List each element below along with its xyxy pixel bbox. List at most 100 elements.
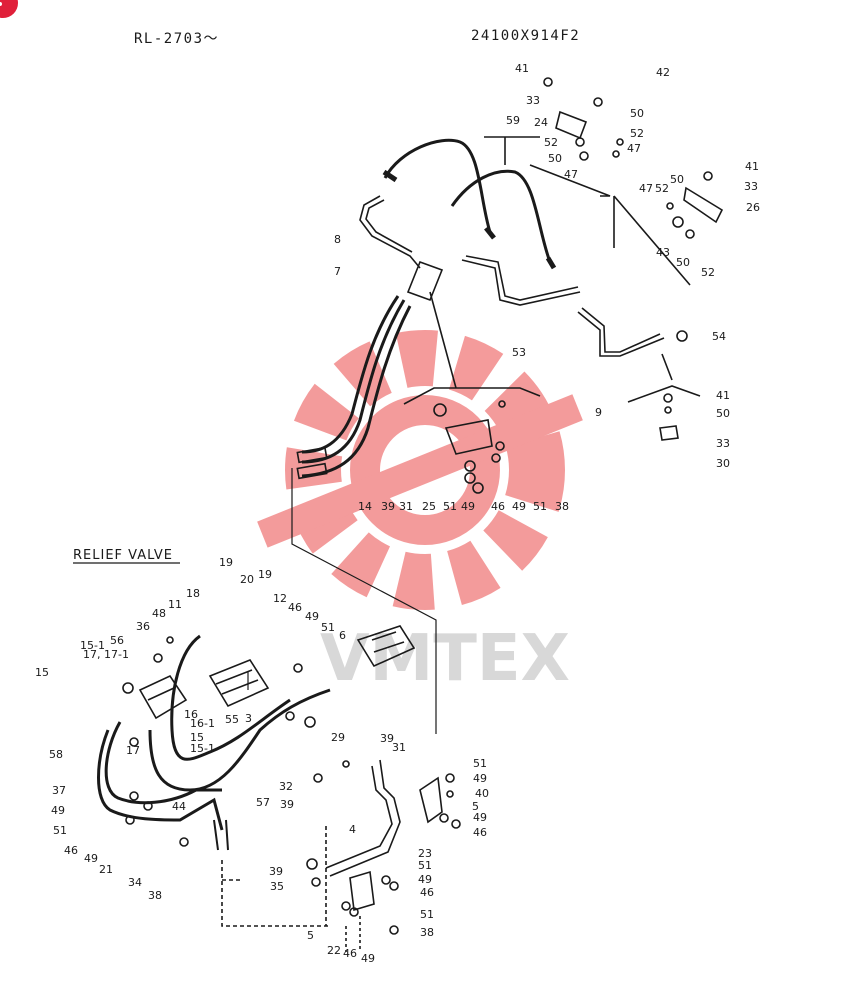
callout-lower-20: 15 bbox=[190, 731, 204, 744]
callout-upper-12: 33 bbox=[744, 180, 758, 193]
callout-upper-36: 49 bbox=[512, 500, 526, 513]
callout-lower-14: 15 bbox=[35, 666, 49, 679]
callout-upper-13: 26 bbox=[746, 201, 760, 214]
callout-lower-51: 46 bbox=[420, 886, 434, 899]
model-range-label: RL-2703〜 bbox=[134, 31, 220, 47]
callout-lower-15: 17, 17-1 bbox=[83, 648, 129, 661]
relief-valve-label: RELIEF VALVE bbox=[73, 548, 173, 563]
callout-lower-39: 51 bbox=[473, 757, 487, 770]
callout-lower-7: 51 bbox=[321, 621, 335, 634]
callout-lower-1: 20 bbox=[240, 573, 254, 586]
callout-upper-3: 24 bbox=[534, 116, 548, 129]
callout-lower-21: 15-1 bbox=[190, 742, 215, 755]
callout-lower-0: 19 bbox=[219, 556, 233, 569]
callout-upper-22: 53 bbox=[512, 346, 526, 359]
callout-upper-33: 51 bbox=[443, 500, 457, 513]
corner-badge-icon[interactable] bbox=[0, 0, 18, 18]
callout-lower-10: 48 bbox=[152, 607, 166, 620]
callout-upper-4: 52 bbox=[544, 136, 558, 149]
callout-lower-53: 38 bbox=[420, 926, 434, 939]
callout-upper-29: 14 bbox=[358, 500, 372, 513]
callout-lower-32: 38 bbox=[148, 889, 162, 902]
callout-lower-49: 51 bbox=[418, 859, 432, 872]
callout-upper-1: 42 bbox=[656, 66, 670, 79]
callout-lower-56: 46 bbox=[343, 947, 357, 960]
callout-upper-21: 7 bbox=[334, 265, 341, 278]
callout-lower-17: 16-1 bbox=[190, 717, 215, 730]
upper-hose-assembly bbox=[296, 77, 724, 494]
callout-upper-10: 59 bbox=[506, 114, 520, 127]
callout-upper-0: 41 bbox=[515, 62, 529, 75]
callout-upper-23: 54 bbox=[712, 330, 726, 343]
part-number-label: 24100X914F2 bbox=[471, 28, 581, 44]
callout-lower-50: 49 bbox=[418, 873, 432, 886]
callout-lower-55: 22 bbox=[327, 944, 341, 957]
callout-upper-25: 41 bbox=[716, 389, 730, 402]
callout-lower-36: 29 bbox=[331, 731, 345, 744]
callout-lower-16: 16 bbox=[184, 708, 198, 721]
callout-upper-19: 52 bbox=[701, 266, 715, 279]
callout-upper-11: 41 bbox=[745, 160, 759, 173]
callout-lower-28: 49 bbox=[84, 852, 98, 865]
watermark-gear-logo bbox=[257, 330, 583, 610]
callout-lower-54: 5 bbox=[307, 929, 314, 942]
badge-dot bbox=[0, 2, 2, 6]
callout-lower-24: 37 bbox=[52, 784, 66, 797]
callout-upper-26: 50 bbox=[716, 407, 730, 420]
callout-lower-29: 44 bbox=[172, 800, 186, 813]
callout-lower-42: 5 bbox=[472, 800, 479, 813]
callout-lower-33: 57 bbox=[256, 796, 270, 809]
callout-lower-37: 39 bbox=[380, 732, 394, 745]
callout-upper-16: 47 bbox=[639, 182, 653, 195]
callout-upper-6: 50 bbox=[548, 152, 562, 165]
callout-upper-5: 50 bbox=[630, 107, 644, 120]
callout-upper-38: 38 bbox=[555, 500, 569, 513]
callout-upper-7: 52 bbox=[630, 127, 644, 140]
callout-lower-4: 12 bbox=[273, 592, 287, 605]
callout-lower-19: 3 bbox=[245, 712, 252, 725]
callout-upper-20: 8 bbox=[334, 233, 341, 246]
callout-lower-45: 4 bbox=[349, 823, 356, 836]
callout-upper-18: 50 bbox=[676, 256, 690, 269]
callout-lower-13: 15-1 bbox=[80, 639, 105, 652]
callout-upper-17: 43 bbox=[656, 246, 670, 259]
callout-upper-15: 52 bbox=[655, 182, 669, 195]
callout-lower-22: 17 bbox=[126, 744, 140, 757]
assembly-link-lines bbox=[247, 468, 437, 734]
callout-lower-6: 49 bbox=[305, 610, 319, 623]
callout-lower-27: 46 bbox=[64, 844, 78, 857]
callout-lower-25: 49 bbox=[51, 804, 65, 817]
callout-lower-5: 46 bbox=[288, 601, 302, 614]
callout-lower-38: 31 bbox=[392, 741, 406, 754]
callout-lower-3: 18 bbox=[186, 587, 200, 600]
callout-upper-30: 39 bbox=[381, 500, 395, 513]
callout-lower-26: 51 bbox=[53, 824, 67, 837]
callout-upper-24: 9 bbox=[595, 406, 602, 419]
callout-upper-9: 47 bbox=[627, 142, 641, 155]
callout-upper-14: 50 bbox=[670, 173, 684, 186]
callout-upper-31: 31 bbox=[399, 500, 413, 513]
callout-lower-9: 11 bbox=[168, 598, 182, 611]
callout-lower-18: 55 bbox=[225, 713, 239, 726]
callout-upper-35: 46 bbox=[491, 500, 505, 513]
callout-upper-34: 49 bbox=[461, 500, 475, 513]
callout-lower-41: 40 bbox=[475, 787, 489, 800]
callout-upper-27: 33 bbox=[716, 437, 730, 450]
callout-lower-11: 36 bbox=[136, 620, 150, 633]
callout-upper-32: 25 bbox=[422, 500, 436, 513]
callout-lower-46: 23 bbox=[418, 847, 432, 860]
callout-lower-8: 6 bbox=[339, 629, 346, 642]
callout-lower-34: 32 bbox=[279, 780, 293, 793]
callout-lower-43: 49 bbox=[473, 811, 487, 824]
callout-lower-30: 21 bbox=[99, 863, 113, 876]
lower-hose-assembly bbox=[97, 625, 461, 952]
callout-lower-44: 46 bbox=[473, 826, 487, 839]
callout-upper-37: 51 bbox=[533, 500, 547, 513]
watermark-text: VMTEX bbox=[320, 622, 570, 696]
callout-lower-52: 51 bbox=[420, 908, 434, 921]
callout-upper-28: 30 bbox=[716, 457, 730, 470]
callout-lower-12: 56 bbox=[110, 634, 124, 647]
callout-upper-8: 47 bbox=[564, 168, 578, 181]
